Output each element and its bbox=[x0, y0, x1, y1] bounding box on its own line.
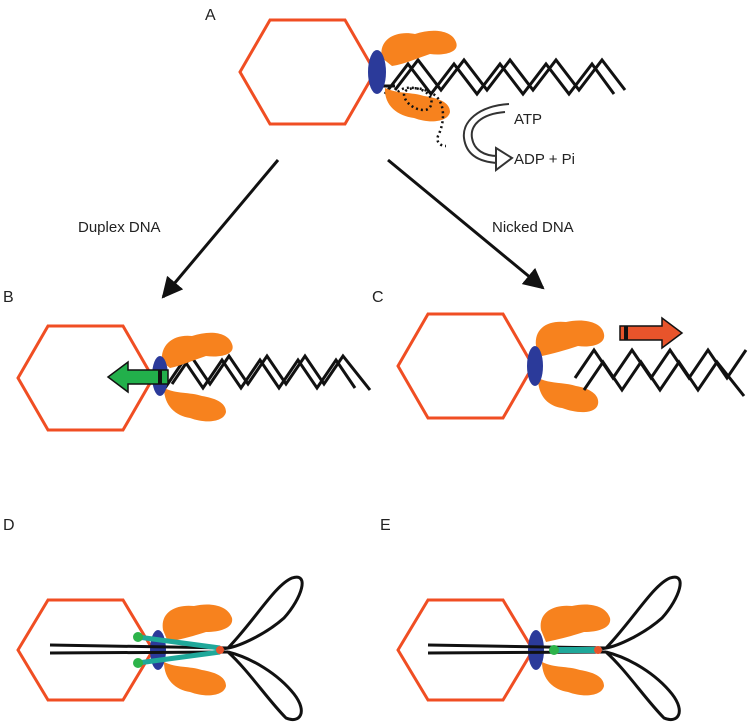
portal-ring bbox=[150, 630, 166, 670]
panel-letter-d: D bbox=[3, 517, 15, 534]
green-dot-top bbox=[133, 632, 143, 642]
curved-arrow-icon bbox=[462, 103, 514, 172]
green-dot bbox=[549, 645, 559, 655]
motor-subunit-bottom bbox=[164, 662, 226, 696]
dna-loop-lower bbox=[604, 650, 681, 721]
capsid-hexagon bbox=[396, 598, 535, 702]
capsid-hexagon bbox=[396, 312, 535, 420]
motor-subunit-bottom bbox=[384, 88, 450, 122]
dna-strand-bottom bbox=[393, 57, 627, 93]
dna-loop-lower bbox=[226, 650, 303, 721]
arrow-to-duplex bbox=[161, 159, 280, 299]
teal-strand-top bbox=[137, 634, 221, 651]
panel-letter-b: B bbox=[3, 289, 14, 306]
teal-strand-bottom bbox=[137, 649, 221, 666]
red-dot bbox=[216, 646, 224, 654]
dna-strand-top bbox=[163, 357, 357, 391]
panel-letter-e: E bbox=[380, 517, 391, 534]
panel-b: B bbox=[3, 289, 372, 432]
green-dot-bottom bbox=[133, 658, 143, 668]
dna-strand-bottom bbox=[582, 359, 746, 397]
green-translocation-arrow bbox=[106, 360, 169, 394]
panel-letter-a: A bbox=[205, 7, 216, 24]
dna-loop-upper bbox=[223, 575, 304, 651]
panel-letter-c: C bbox=[372, 289, 384, 306]
dna-strand-top bbox=[383, 61, 616, 97]
arrow-to-nicked bbox=[387, 158, 545, 290]
panel-a: A ATP ADP + Pi bbox=[205, 7, 627, 172]
panel-e: E bbox=[380, 517, 682, 721]
nicked-dna-label: Nicked DNA bbox=[492, 219, 574, 236]
duplex-dna-label: Duplex DNA bbox=[78, 219, 161, 236]
motor-subunit-top bbox=[162, 604, 233, 642]
dotted-dna-path bbox=[396, 86, 447, 148]
motor-subunit-bottom bbox=[542, 662, 604, 696]
dna-strand-bottom bbox=[170, 353, 372, 391]
portal-ring bbox=[527, 346, 543, 386]
dna-line-bottom bbox=[49, 650, 229, 655]
motor-subunit-top bbox=[535, 320, 605, 356]
adp-pi-label: ADP + Pi bbox=[514, 151, 575, 168]
red-translocation-arrow bbox=[619, 316, 684, 350]
motor-subunit-top bbox=[161, 332, 233, 368]
motor-subunit-bottom bbox=[538, 378, 599, 413]
motor-subunit-top bbox=[381, 30, 457, 67]
capsid-hexagon bbox=[238, 18, 377, 126]
motor-subunit-top bbox=[540, 604, 611, 642]
portal-ring bbox=[528, 630, 544, 670]
panel-d: D bbox=[3, 517, 304, 721]
portal-ring bbox=[368, 50, 386, 94]
motor-subunit-bottom bbox=[164, 388, 226, 422]
capsid-hexagon bbox=[16, 598, 155, 702]
red-dot bbox=[594, 646, 602, 654]
dna-loop-upper bbox=[601, 575, 682, 651]
atp-label: ATP bbox=[514, 111, 542, 128]
panel-c: C bbox=[372, 289, 748, 420]
